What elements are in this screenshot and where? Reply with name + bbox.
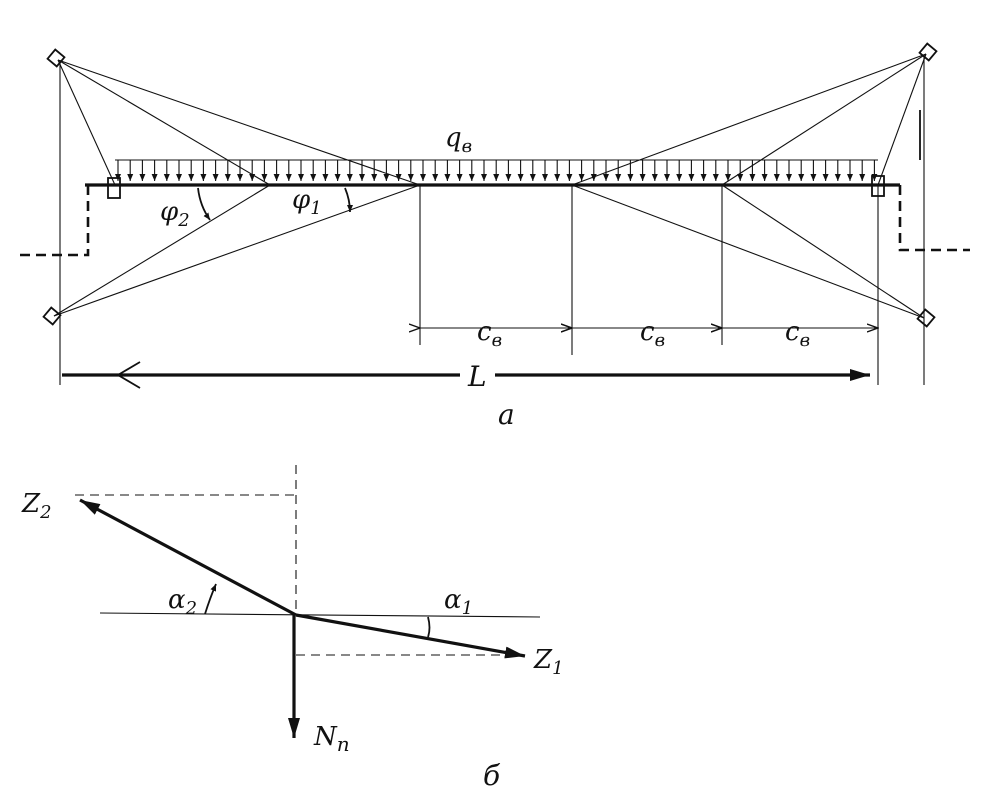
angle-phi1-label: φ1	[292, 185, 322, 219]
cables	[53, 53, 927, 319]
track-beam	[85, 175, 900, 199]
angle-arcs	[197, 187, 353, 221]
force-n-label: Nп	[313, 722, 350, 756]
distributed-load	[115, 159, 878, 181]
horizontal-axis	[99, 612, 541, 618]
anchor-bottom-left	[42, 306, 62, 326]
force-z2-vector	[79, 498, 297, 617]
alpha2-arc	[204, 583, 217, 615]
force-z2-label: Z2	[21, 489, 52, 523]
angle-alpha1-label: α1	[444, 585, 473, 619]
load-arrows	[115, 160, 878, 181]
span-label: L	[467, 360, 487, 393]
anchor-top-left	[46, 48, 66, 68]
angle-alpha2-label: α2	[168, 585, 197, 619]
alpha1-arc	[427, 616, 431, 638]
left-bearing	[107, 177, 121, 199]
span-dimension	[62, 361, 870, 389]
segment-label-3: cв	[785, 317, 810, 351]
force-z1-label: Z1	[533, 645, 564, 679]
figure-b: Z2 Z1 α2 α1 Nп б	[21, 465, 564, 792]
angle-phi2-label: φ2	[160, 197, 190, 231]
force-z1-vector	[295, 613, 526, 659]
support-axis-lines	[59, 55, 925, 385]
figure-a: qв φ2 φ1 cв cв cв L а	[20, 42, 970, 431]
anchor-bottom-right	[916, 308, 936, 328]
segment-label-1: cв	[477, 317, 502, 351]
load-label: qв	[445, 123, 472, 157]
node-extension-lines	[419, 185, 879, 385]
segment-label-2: cв	[640, 317, 665, 351]
figure-b-caption: б	[483, 759, 501, 792]
dashed-continuations	[20, 185, 970, 257]
anchor-top-right	[918, 42, 938, 62]
figure-a-caption: а	[498, 398, 515, 431]
